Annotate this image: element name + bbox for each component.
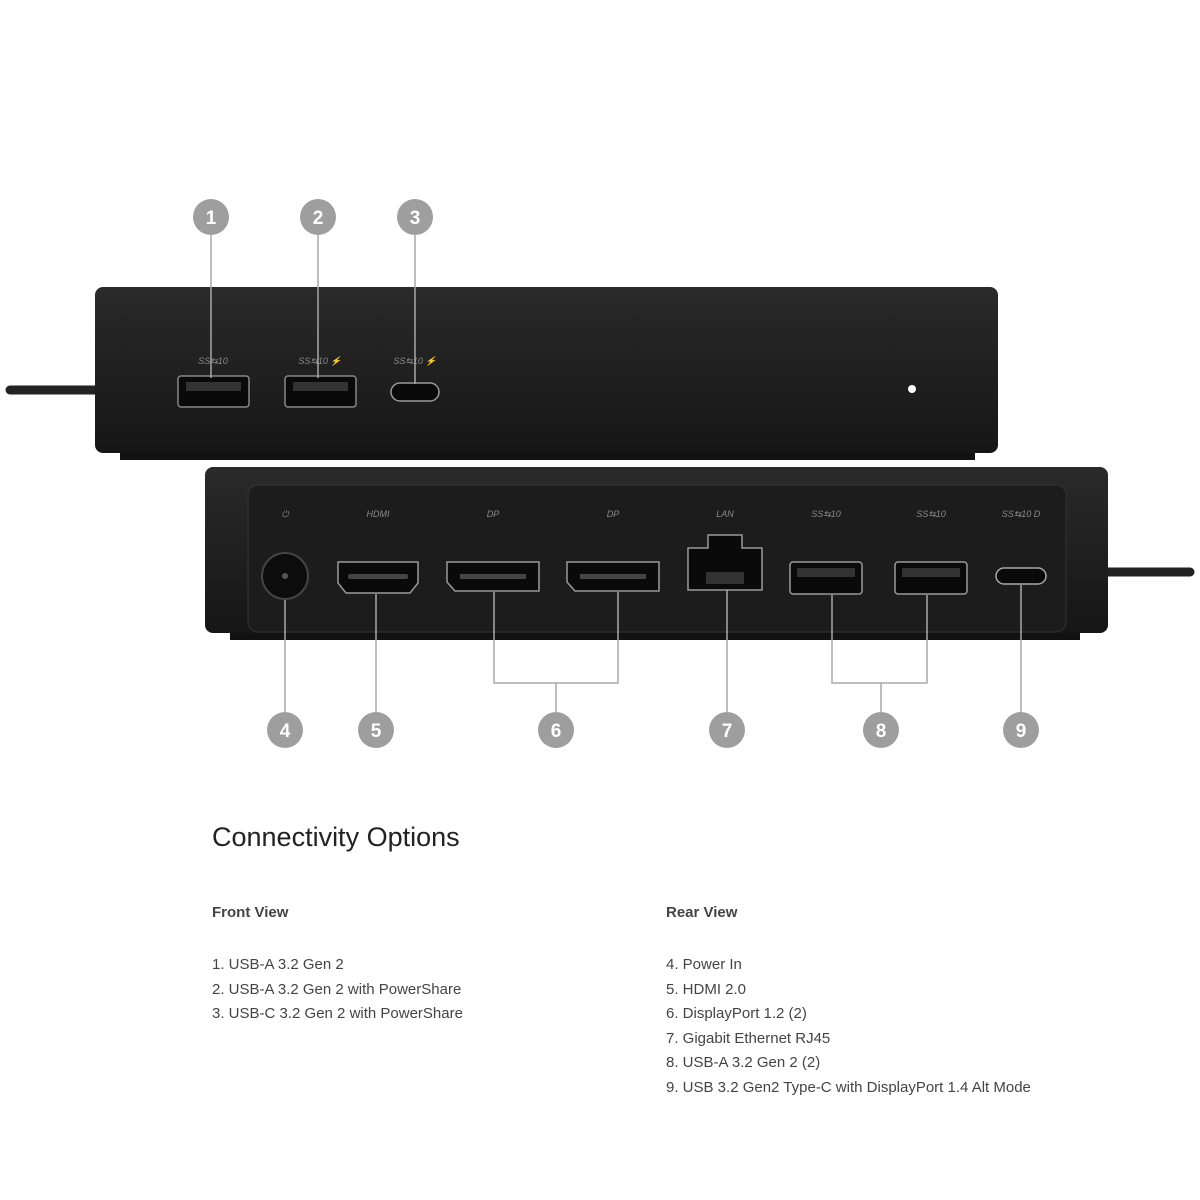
list-item: 9. USB 3.2 Gen2 Type-C with DisplayPort … (666, 1078, 1031, 1096)
rear-usb-c-port: SS⇆10 D (995, 509, 1047, 585)
svg-text:SS⇆10 D: SS⇆10 D (1002, 509, 1041, 519)
list-item: 6. DisplayPort 1.2 (2) (666, 1005, 807, 1022)
svg-text:2: 2 (313, 208, 324, 229)
power-led-icon (908, 385, 916, 393)
rear-view-heading: Rear View (666, 904, 738, 921)
section-title: Connectivity Options (212, 822, 460, 852)
svg-text:8: 8 (876, 721, 887, 742)
front-usb-a-port-2: SS⇆10 ⚡ (284, 355, 357, 408)
hdmi-port: HDMI (337, 509, 419, 594)
callout-3: 3 (397, 199, 433, 235)
displayport-icon: DP (607, 509, 620, 519)
power-plug-icon: ⏻ (281, 509, 289, 519)
rear-dock: ⏻ HDMI DP DP LAN SS⇆10 (205, 467, 1195, 640)
hdmi-logo-icon: HDMI (367, 509, 390, 519)
rear-usb-a-port-2: SS⇆10 (894, 509, 968, 595)
ethernet-port: LAN (687, 509, 763, 591)
leader-lines (210, 235, 1022, 712)
svg-text:3: 3 (410, 208, 421, 229)
network-icon: LAN (716, 509, 734, 519)
list-item: 4. Power In (666, 956, 742, 973)
list-item: 2. USB-A 3.2 Gen 2 with PowerShare (212, 980, 462, 998)
callout-5: 5 (358, 712, 394, 748)
svg-text:9: 9 (1016, 721, 1027, 742)
front-view-heading: Front View (212, 904, 289, 921)
callout-8: 8 (863, 712, 899, 748)
callout-9: 9 (1003, 712, 1039, 748)
list-item: 8. USB-A 3.2 Gen 2 (2) (666, 1054, 821, 1071)
front-body (95, 287, 998, 453)
svg-text:7: 7 (722, 721, 733, 742)
rear-usb-a-port-1: SS⇆10 (789, 509, 863, 595)
list-item: 3. USB-C 3.2 Gen 2 with PowerShare (212, 1005, 463, 1022)
svg-text:5: 5 (371, 721, 382, 742)
power-in-port: ⏻ (261, 509, 309, 600)
list-item: 1. USB-A 3.2 Gen 2 (212, 956, 344, 973)
front-view-list: 1. USB-A 3.2 Gen 2 2. USB-A 3.2 Gen 2 wi… (212, 953, 463, 1027)
list-item: 7. Gigabit Ethernet RJ45 (666, 1029, 831, 1047)
svg-text:4: 4 (280, 721, 291, 742)
callout-4: 4 (267, 712, 303, 748)
rear-view-list: 4. Power In 5. HDMI 2.0 6. DisplayPort 1… (666, 953, 1031, 1100)
displayport-icon: DP (487, 509, 500, 519)
displayport-port-1: DP (446, 509, 540, 592)
svg-text:6: 6 (551, 721, 562, 742)
svg-text:1: 1 (206, 208, 217, 229)
svg-text:SS⇆10: SS⇆10 (198, 356, 228, 366)
callout-1: 1 (193, 199, 229, 235)
front-usb-a-port-1: SS⇆10 (177, 356, 250, 408)
callout-7: 7 (709, 712, 745, 748)
displayport-port-2: DP (566, 509, 660, 592)
svg-text:SS⇆10: SS⇆10 (916, 509, 946, 519)
front-dock: SS⇆10 SS⇆10 ⚡ SS⇆10 ⚡ (5, 287, 998, 460)
list-item: 5. HDMI 2.0 (666, 980, 747, 998)
callout-6: 6 (538, 712, 574, 748)
front-view-column: Front View 1. USB-A 3.2 Gen 2 2. USB-A 3… (212, 904, 463, 1027)
svg-text:SS⇆10: SS⇆10 (811, 509, 841, 519)
callout-2: 2 (300, 199, 336, 235)
rear-view-column: Rear View 4. Power In 5. HDMI 2.0 6. Dis… (666, 904, 1031, 1100)
rear-panel (247, 484, 1067, 633)
svg-text:SS⇆10 ⚡: SS⇆10 ⚡ (298, 355, 342, 367)
